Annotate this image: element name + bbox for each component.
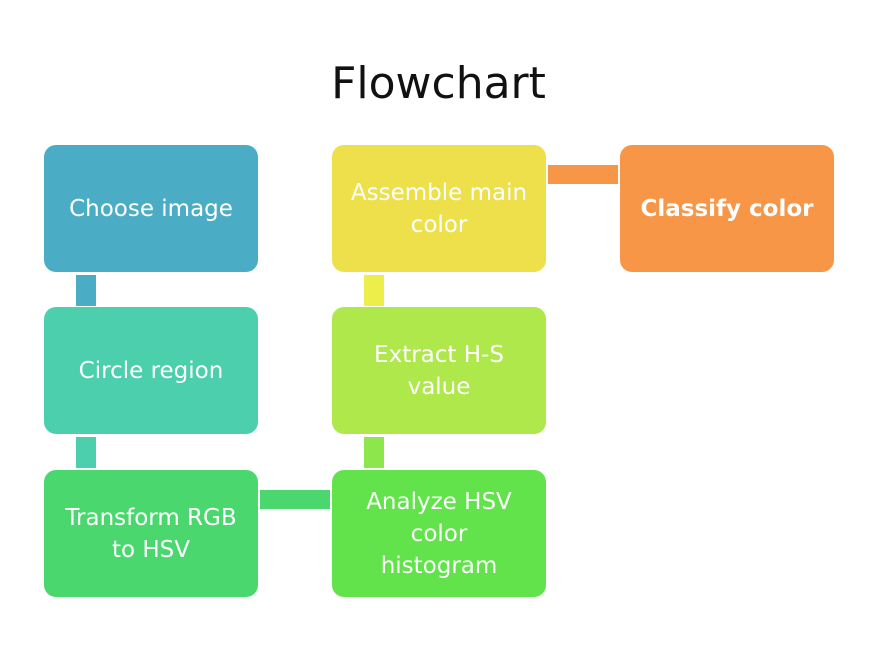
connector-assemble-to-classify [548, 165, 618, 184]
step-label: Extract H-S value [374, 341, 504, 400]
step-label: Analyze HSV color histogram [366, 488, 512, 579]
step-label: Circle region [78, 357, 224, 384]
connector-circle-to-transform [76, 437, 96, 468]
step-assemble-color: Assemble main color [332, 145, 546, 272]
step-transform-rgb-hsv: Transform RGB to HSV [44, 470, 258, 597]
step-label: Transform RGB to HSV [65, 504, 237, 563]
step-classify-color: Classify color [620, 145, 834, 272]
step-extract-hs: Extract H-S value [332, 307, 546, 434]
connector-choose-to-circle [76, 275, 96, 306]
step-label: Choose image [69, 195, 233, 222]
connector-transform-to-analyze [260, 490, 330, 509]
step-choose-image: Choose image [44, 145, 258, 272]
flowchart-title: Flowchart [331, 58, 546, 109]
step-analyze-histogram: Analyze HSV color histogram [332, 470, 546, 597]
step-label: Classify color [640, 195, 814, 222]
connector-analyze-to-extract [364, 437, 384, 468]
connector-extract-to-assemble [364, 275, 384, 306]
step-label: Assemble main color [350, 179, 528, 238]
step-circle-region: Circle region [44, 307, 258, 434]
